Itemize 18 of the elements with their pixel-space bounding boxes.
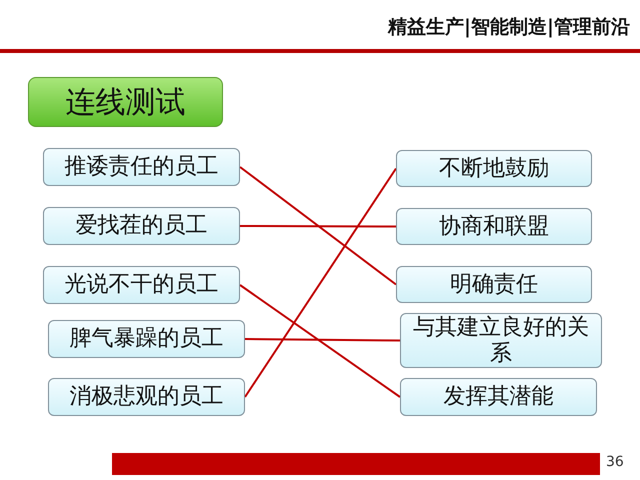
connector-line — [239, 166, 397, 286]
text-box: 不断地鼓励 — [396, 150, 592, 187]
connector-line — [245, 338, 400, 342]
text-box: 光说不干的员工 — [43, 266, 240, 304]
text-box: 协商和联盟 — [396, 208, 592, 245]
text-box: 脾气暴躁的员工 — [48, 320, 245, 358]
text-box: 发挥其潜能 — [400, 378, 597, 416]
page-number: 36 — [606, 454, 624, 470]
connector-line — [244, 168, 397, 398]
text-box: 推诿责任的员工 — [43, 148, 240, 186]
header-slogan: 精益生产|智能制造|管理前沿 — [388, 15, 630, 40]
text-box: 与其建立良好的关系 — [400, 313, 602, 368]
title-box: 连线测试 — [28, 77, 223, 127]
text-box: 消极悲观的员工 — [48, 378, 245, 416]
connector-line — [239, 284, 401, 398]
text-box: 明确责任 — [396, 266, 592, 303]
connector-line — [240, 225, 396, 228]
text-box: 爱找茬的员工 — [43, 207, 240, 245]
